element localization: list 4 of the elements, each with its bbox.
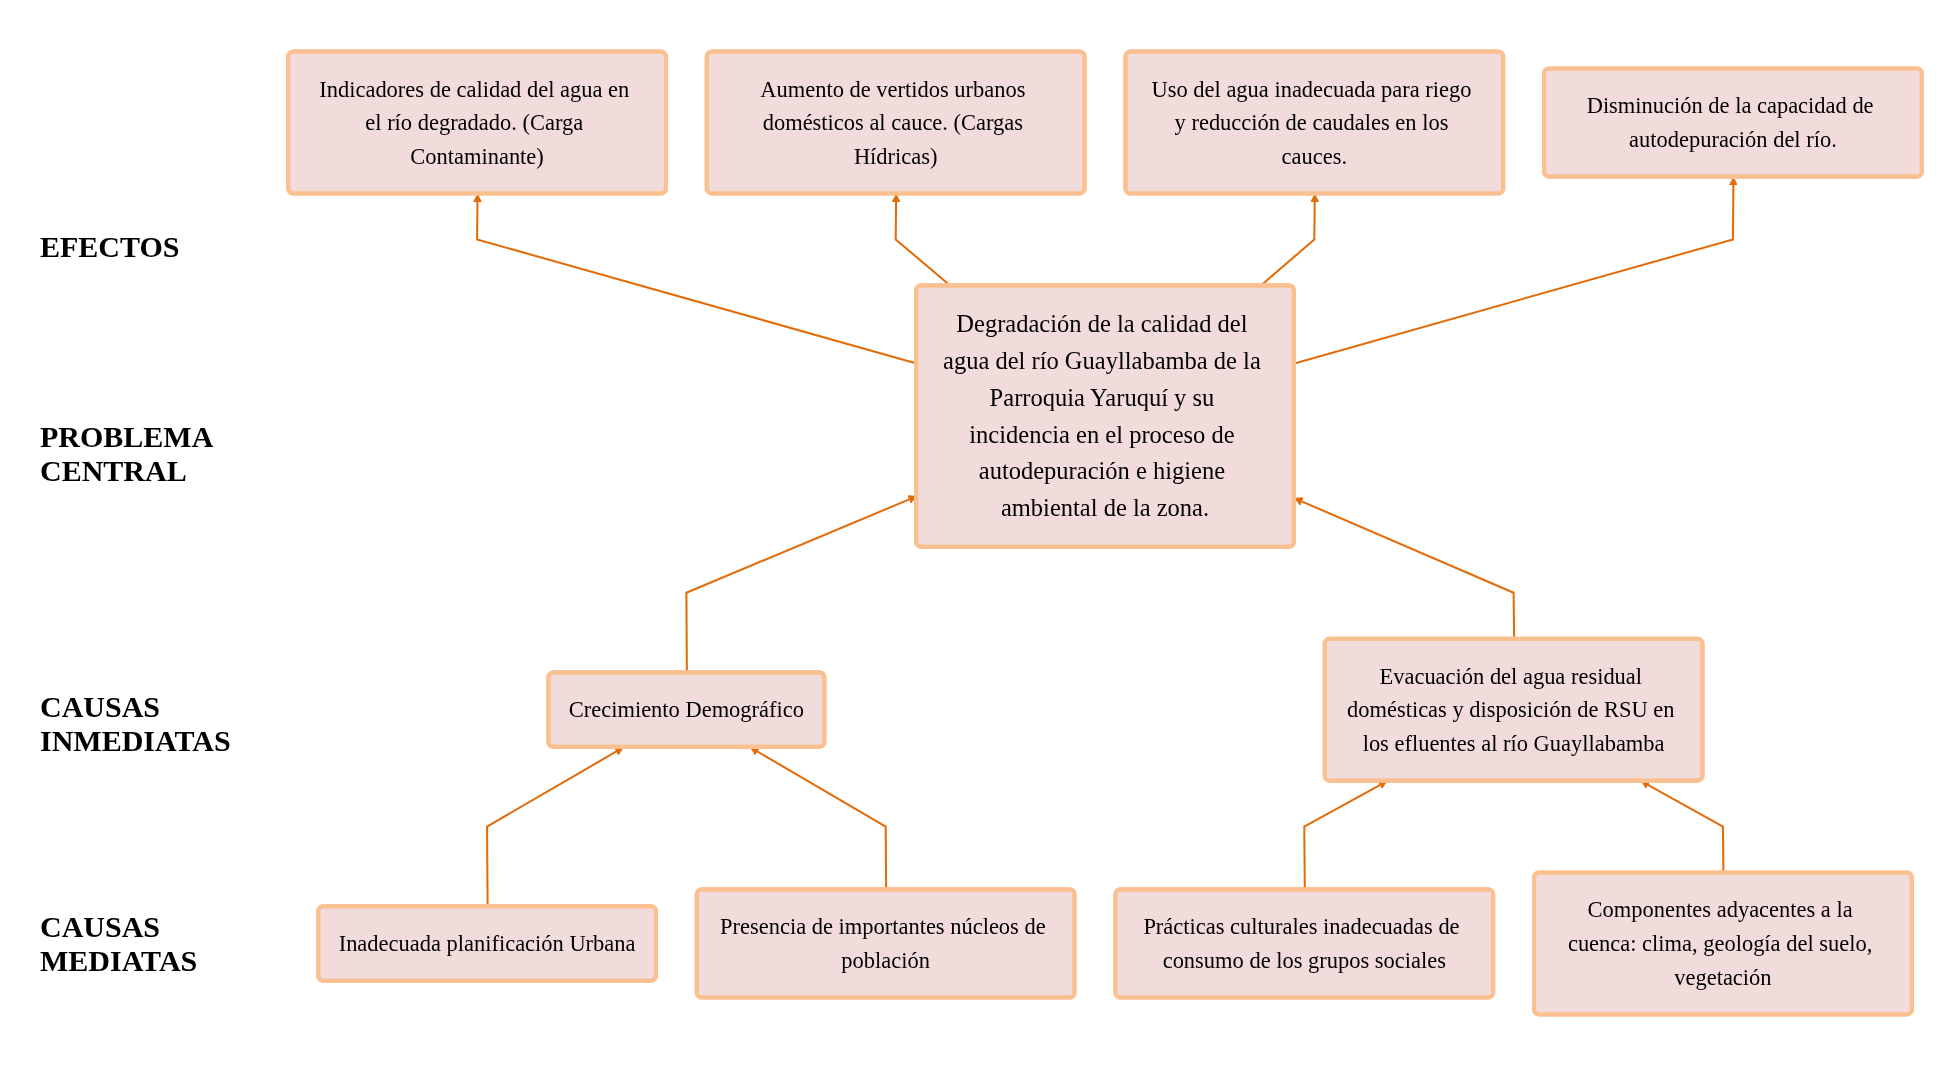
row-label: CAUSAS MEDIATAS [40,910,199,978]
row-label: EFECTOS [40,230,181,264]
row-label: CAUSAS INMEDIATAS [40,690,232,758]
row-label: PROBLEMA CENTRAL [40,420,214,488]
